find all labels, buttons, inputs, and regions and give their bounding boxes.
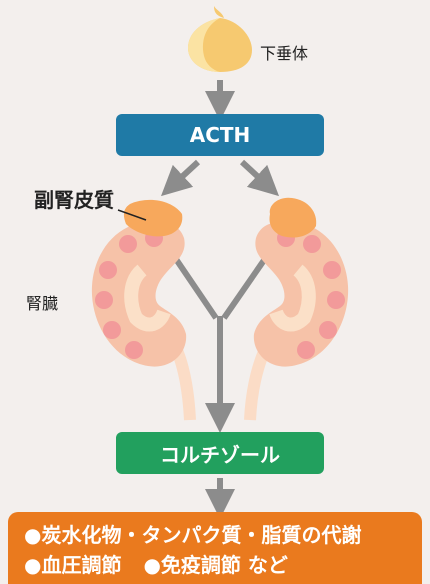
pituitary-gland-icon xyxy=(188,6,252,72)
effect-metabolism: ●炭水化物・タンパク質・脂質の代謝 xyxy=(24,520,422,550)
arrow-acth-to-right-adrenal xyxy=(242,162,268,186)
arrow-acth-to-left-adrenal xyxy=(172,162,198,186)
pituitary-label: 下垂体 xyxy=(260,40,308,64)
effect-blood-pressure: ●血圧調節 xyxy=(24,553,121,577)
left-kidney-icon xyxy=(92,200,190,420)
kidney-label: 腎臓 xyxy=(26,290,58,314)
acth-box: ACTH xyxy=(116,114,324,156)
adrenal-cortex-label: 副腎皮質 xyxy=(34,184,114,213)
right-kidney-icon xyxy=(250,198,348,420)
effect-immune: ●免疫調節 など xyxy=(143,553,287,577)
cortisol-box: コルチゾール xyxy=(116,432,324,474)
effect-row-2: ●血圧調節 ●免疫調節 など xyxy=(24,550,422,580)
cortisol-effects-box: ●炭水化物・タンパク質・脂質の代謝 ●血圧調節 ●免疫調節 など xyxy=(8,512,422,584)
